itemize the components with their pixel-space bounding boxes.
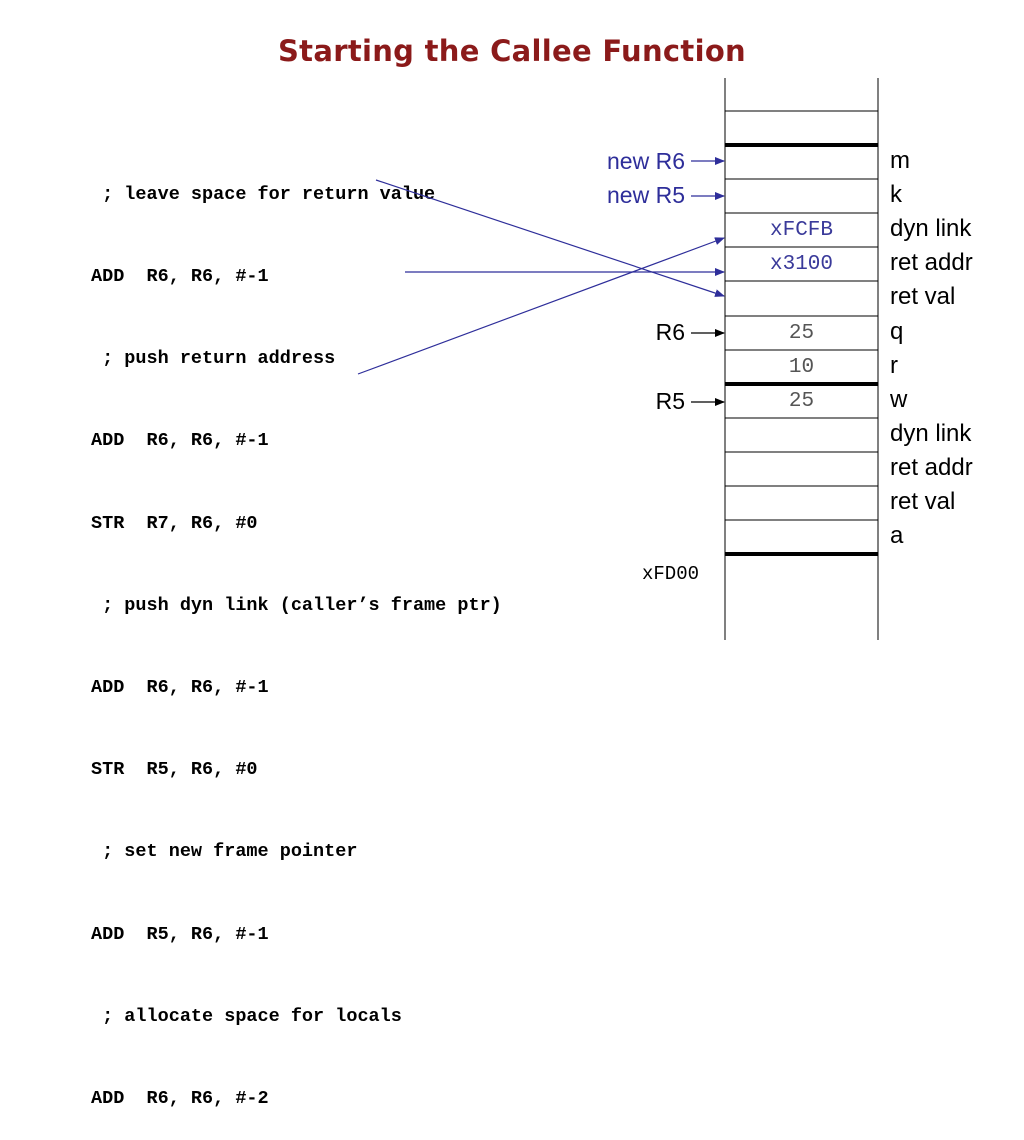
dyn-link-arrow: [357, 237, 725, 375]
slot-label-caller-ret-addr: ret addr: [890, 454, 973, 481]
new-r5-label: new R5: [607, 182, 685, 208]
code-line: ADD R6, R6, #-2: [91, 1088, 269, 1110]
slot-label-caller-ret-val: ret val: [890, 488, 956, 515]
slot-label-m: m: [890, 147, 910, 174]
stack-cell-r-value: 10: [788, 356, 815, 379]
code-line: ADD R5, R6, #-1: [91, 923, 269, 945]
code-line: ADD R6, R6, #-1: [91, 430, 269, 452]
slot-label-caller-dyn-link: dyn link: [890, 420, 972, 447]
r6-label: R6: [655, 319, 685, 345]
code-line: ; push dyn link (caller’s frame ptr): [91, 594, 502, 616]
slot-label-r: r: [890, 352, 898, 379]
slot-label-a: a: [890, 522, 904, 549]
code-line: STR R7, R6, #0: [91, 512, 258, 534]
code-line: ; leave space for return value: [91, 183, 436, 205]
stack-dividers: [725, 110, 878, 521]
stack-cell-q-value: 25: [788, 322, 815, 345]
r5-label: R5: [655, 388, 685, 414]
return-value-arrow: [375, 179, 725, 297]
slot-label-w: w: [890, 386, 908, 413]
code-line: ADD R6, R6, #-1: [91, 677, 269, 699]
code-line: ; set new frame pointer: [91, 841, 358, 863]
slot-label-ret-addr: ret addr: [890, 249, 973, 276]
frame-boundaries: [725, 143, 878, 556]
stack-cell-dyn-link-value: xFCFB: [769, 219, 833, 242]
base-address-label: xFD00: [642, 563, 700, 585]
code-line: ADD R6, R6, #-1: [91, 266, 269, 288]
new-r6-label: new R6: [607, 148, 685, 174]
slot-label-dyn-link: dyn link: [890, 215, 972, 242]
slot-label-q: q: [890, 318, 904, 345]
code-line: ; push return address: [91, 348, 336, 370]
stack-diagram: [357, 78, 879, 640]
code-line: ; allocate space for locals: [91, 1005, 402, 1027]
stack-cell-ret-addr-value: x3100: [769, 253, 833, 276]
slot-label-ret-val: ret val: [890, 283, 956, 310]
slide-title: Starting the Callee Function: [278, 34, 746, 68]
slot-label-k: k: [890, 181, 902, 208]
stack-cell-w-value: 25: [788, 390, 815, 413]
